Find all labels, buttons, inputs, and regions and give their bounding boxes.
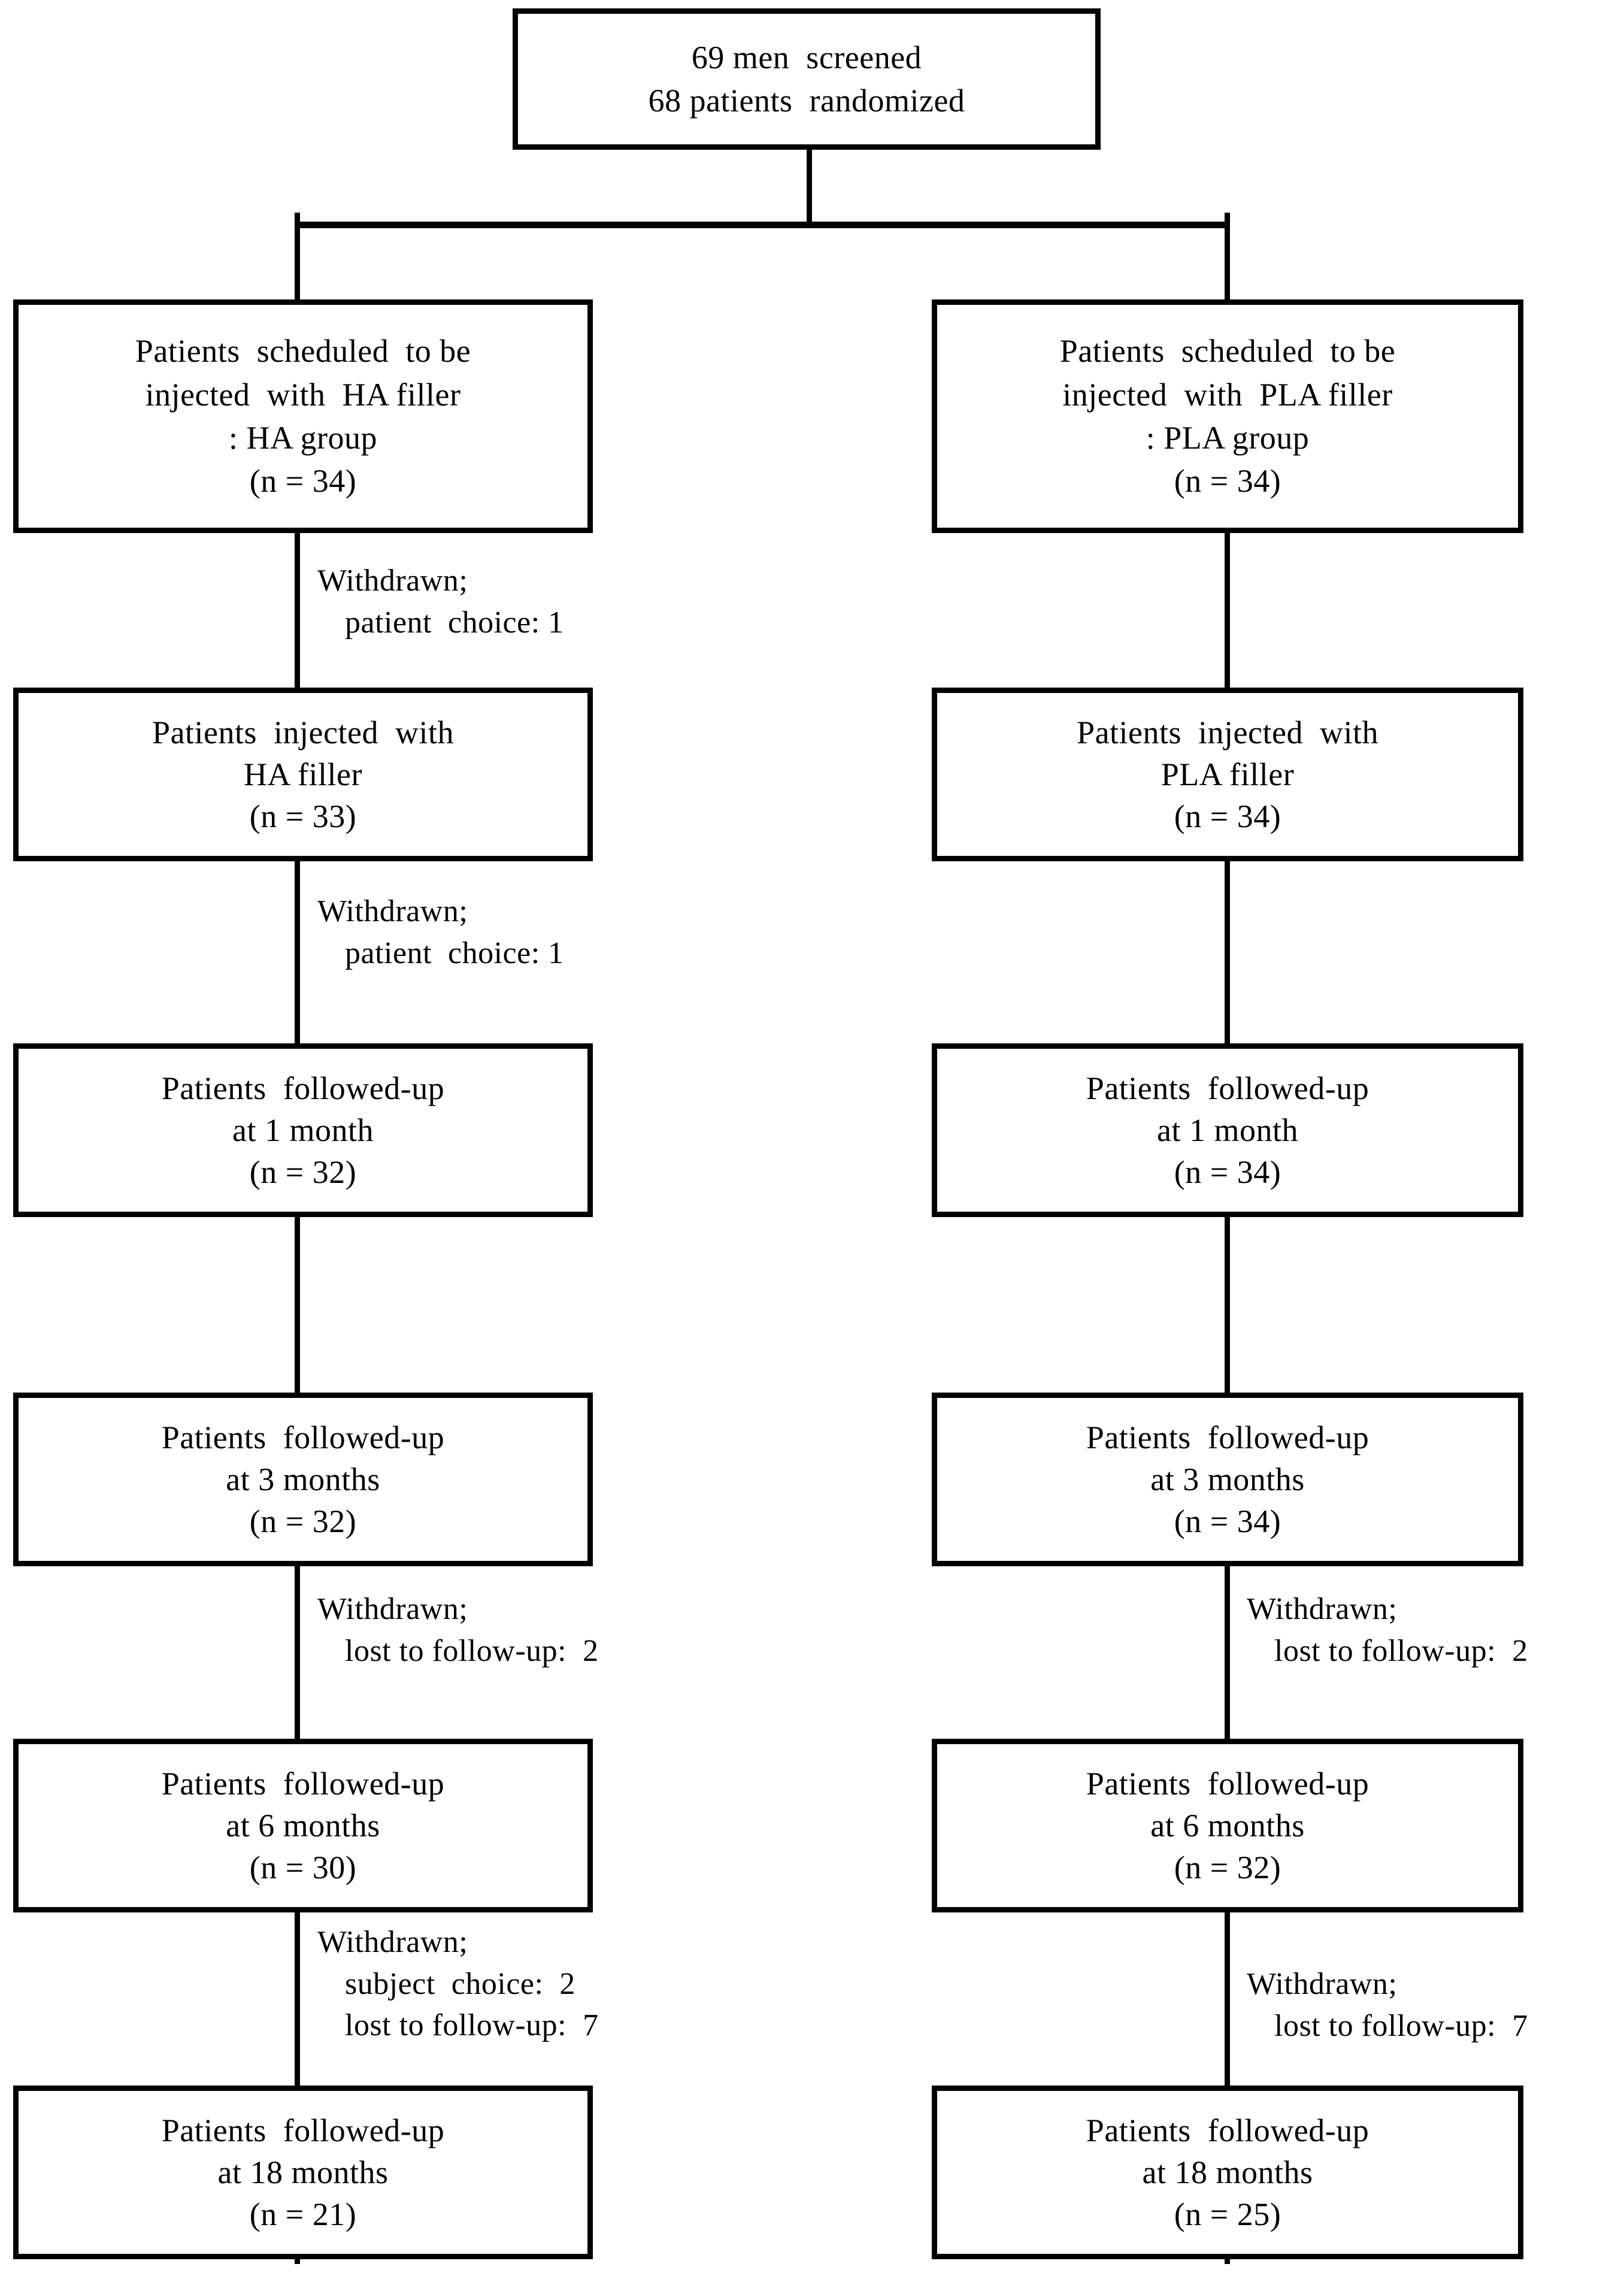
pla-18months-line-3: (n = 25): [1174, 2196, 1281, 2233]
ha-scheduled-line-2: injected with HA filler: [145, 376, 461, 413]
pla-1month-line-3: (n = 34): [1174, 1154, 1281, 1191]
ha-6months-line-1: Patients followed-up: [161, 1765, 445, 1802]
annot-header: Withdrawn;: [317, 1592, 468, 1626]
ha-3months-line-1: Patients followed-up: [161, 1419, 445, 1455]
pla-6months-line-3: (n = 32): [1174, 1850, 1281, 1886]
pla-6months-line-1: Patients followed-up: [1086, 1765, 1370, 1802]
annotation-ha-withdrawn-before-injection: Withdrawn; patient choice: 1: [317, 560, 772, 643]
ha-injected-line-1: Patients injected with: [152, 714, 454, 750]
pla-1month-line-2: at 1 month: [1157, 1112, 1298, 1148]
annotation-pla-withdrawn-before-6-months: Withdrawn; lost to follow-up: 2: [1247, 1588, 1624, 1672]
node-pla-scheduled: Patients scheduled to be injected with P…: [932, 299, 1523, 533]
annot-header: Withdrawn;: [317, 564, 468, 598]
ha-scheduled-line-4: (n = 34): [249, 463, 357, 500]
connector-pla-spine: [1225, 213, 1230, 2264]
annotation-pla-withdrawn-before-18-months: Withdrawn; lost to follow-up: 7: [1247, 1963, 1624, 2047]
annot-item-1: patient choice: 1: [345, 936, 564, 970]
ha-scheduled-line-3: : HA group: [229, 420, 377, 456]
pla-18months-line-1: Patients followed-up: [1086, 2112, 1370, 2148]
ha-injected-line-2: HA filler: [244, 756, 362, 792]
node-ha-3-months: Patients followed-up at 3 months (n = 32…: [13, 1393, 593, 1566]
annot-header: Withdrawn;: [317, 894, 468, 928]
node-ha-injected: Patients injected with HA filler (n = 33…: [13, 688, 593, 861]
enrollment-line-1: 69 men screened: [691, 39, 922, 75]
annot-item-1: lost to follow-up: 7: [1274, 2008, 1528, 2043]
pla-3months-line-1: Patients followed-up: [1086, 1419, 1370, 1455]
annot-item-1: patient choice: 1: [345, 605, 564, 640]
annot-header: Withdrawn;: [317, 1925, 468, 1959]
pla-1month-line-1: Patients followed-up: [1086, 1070, 1370, 1106]
node-enrollment: 69 men screened 68 patients randomized: [513, 8, 1101, 150]
ha-18months-line-2: at 18 months: [217, 2154, 389, 2190]
connector-split-horizontal: [295, 222, 1230, 228]
annot-item-1: lost to follow-up: 2: [345, 1633, 599, 1668]
pla-3months-line-3: (n = 34): [1174, 1503, 1281, 1540]
node-pla-6-months: Patients followed-up at 6 months (n = 32…: [932, 1739, 1523, 1912]
pla-3months-line-2: at 3 months: [1150, 1461, 1305, 1497]
pla-injected-line-1: Patients injected with: [1077, 714, 1378, 750]
node-ha-1-month: Patients followed-up at 1 month (n = 32): [13, 1043, 593, 1217]
annot-item-1: subject choice: 2: [345, 1966, 575, 2001]
ha-1month-line-2: at 1 month: [232, 1112, 374, 1148]
node-ha-6-months: Patients followed-up at 6 months (n = 30…: [13, 1739, 593, 1912]
annot-header: Withdrawn;: [1247, 1592, 1398, 1626]
pla-scheduled-line-1: Patients scheduled to be: [1059, 333, 1396, 370]
annot-item-2: lost to follow-up: 7: [345, 2008, 599, 2043]
pla-injected-line-2: PLA filler: [1161, 756, 1295, 792]
node-pla-3-months: Patients followed-up at 3 months (n = 34…: [932, 1393, 1523, 1566]
ha-6months-line-3: (n = 30): [249, 1850, 357, 1886]
ha-scheduled-line-1: Patients scheduled to be: [135, 333, 471, 370]
pla-scheduled-line-2: injected with PLA filler: [1062, 376, 1393, 413]
node-pla-injected: Patients injected with PLA filler (n = 3…: [932, 688, 1523, 861]
pla-scheduled-line-3: : PLA group: [1146, 420, 1310, 456]
annotation-ha-withdrawn-before-6-months: Withdrawn; lost to follow-up: 2: [317, 1588, 784, 1672]
ha-18months-line-3: (n = 21): [249, 2196, 357, 2233]
ha-injected-line-3: (n = 33): [249, 798, 357, 835]
ha-3months-line-3: (n = 32): [249, 1503, 357, 1540]
ha-6months-line-2: at 6 months: [226, 1807, 380, 1844]
node-ha-18-months: Patients followed-up at 18 months (n = 2…: [13, 2086, 593, 2259]
pla-scheduled-line-4: (n = 34): [1174, 463, 1281, 500]
pla-18months-line-2: at 18 months: [1142, 2154, 1313, 2190]
node-ha-scheduled: Patients scheduled to be injected with H…: [13, 299, 593, 533]
ha-1month-line-1: Patients followed-up: [161, 1070, 445, 1106]
annot-item-1: lost to follow-up: 2: [1274, 1633, 1528, 1668]
connector-ha-sched-to-injected: [295, 213, 300, 895]
node-pla-1-month: Patients followed-up at 1 month (n = 34): [932, 1043, 1523, 1217]
ha-1month-line-3: (n = 32): [249, 1154, 357, 1191]
pla-6months-line-2: at 6 months: [1150, 1807, 1305, 1844]
enrollment-line-2: 68 patients randomized: [648, 83, 965, 119]
annot-header: Withdrawn;: [1247, 1967, 1398, 2001]
pla-injected-line-3: (n = 34): [1174, 798, 1281, 835]
node-pla-18-months: Patients followed-up at 18 months (n = 2…: [932, 2086, 1523, 2259]
ha-3months-line-2: at 3 months: [226, 1461, 380, 1497]
annotation-ha-withdrawn-before-1-month: Withdrawn; patient choice: 1: [317, 891, 772, 974]
ha-18months-line-1: Patients followed-up: [161, 2112, 445, 2148]
annotation-ha-withdrawn-before-18-months: Withdrawn; subject choice: 2 lost to fol…: [317, 1921, 796, 2047]
